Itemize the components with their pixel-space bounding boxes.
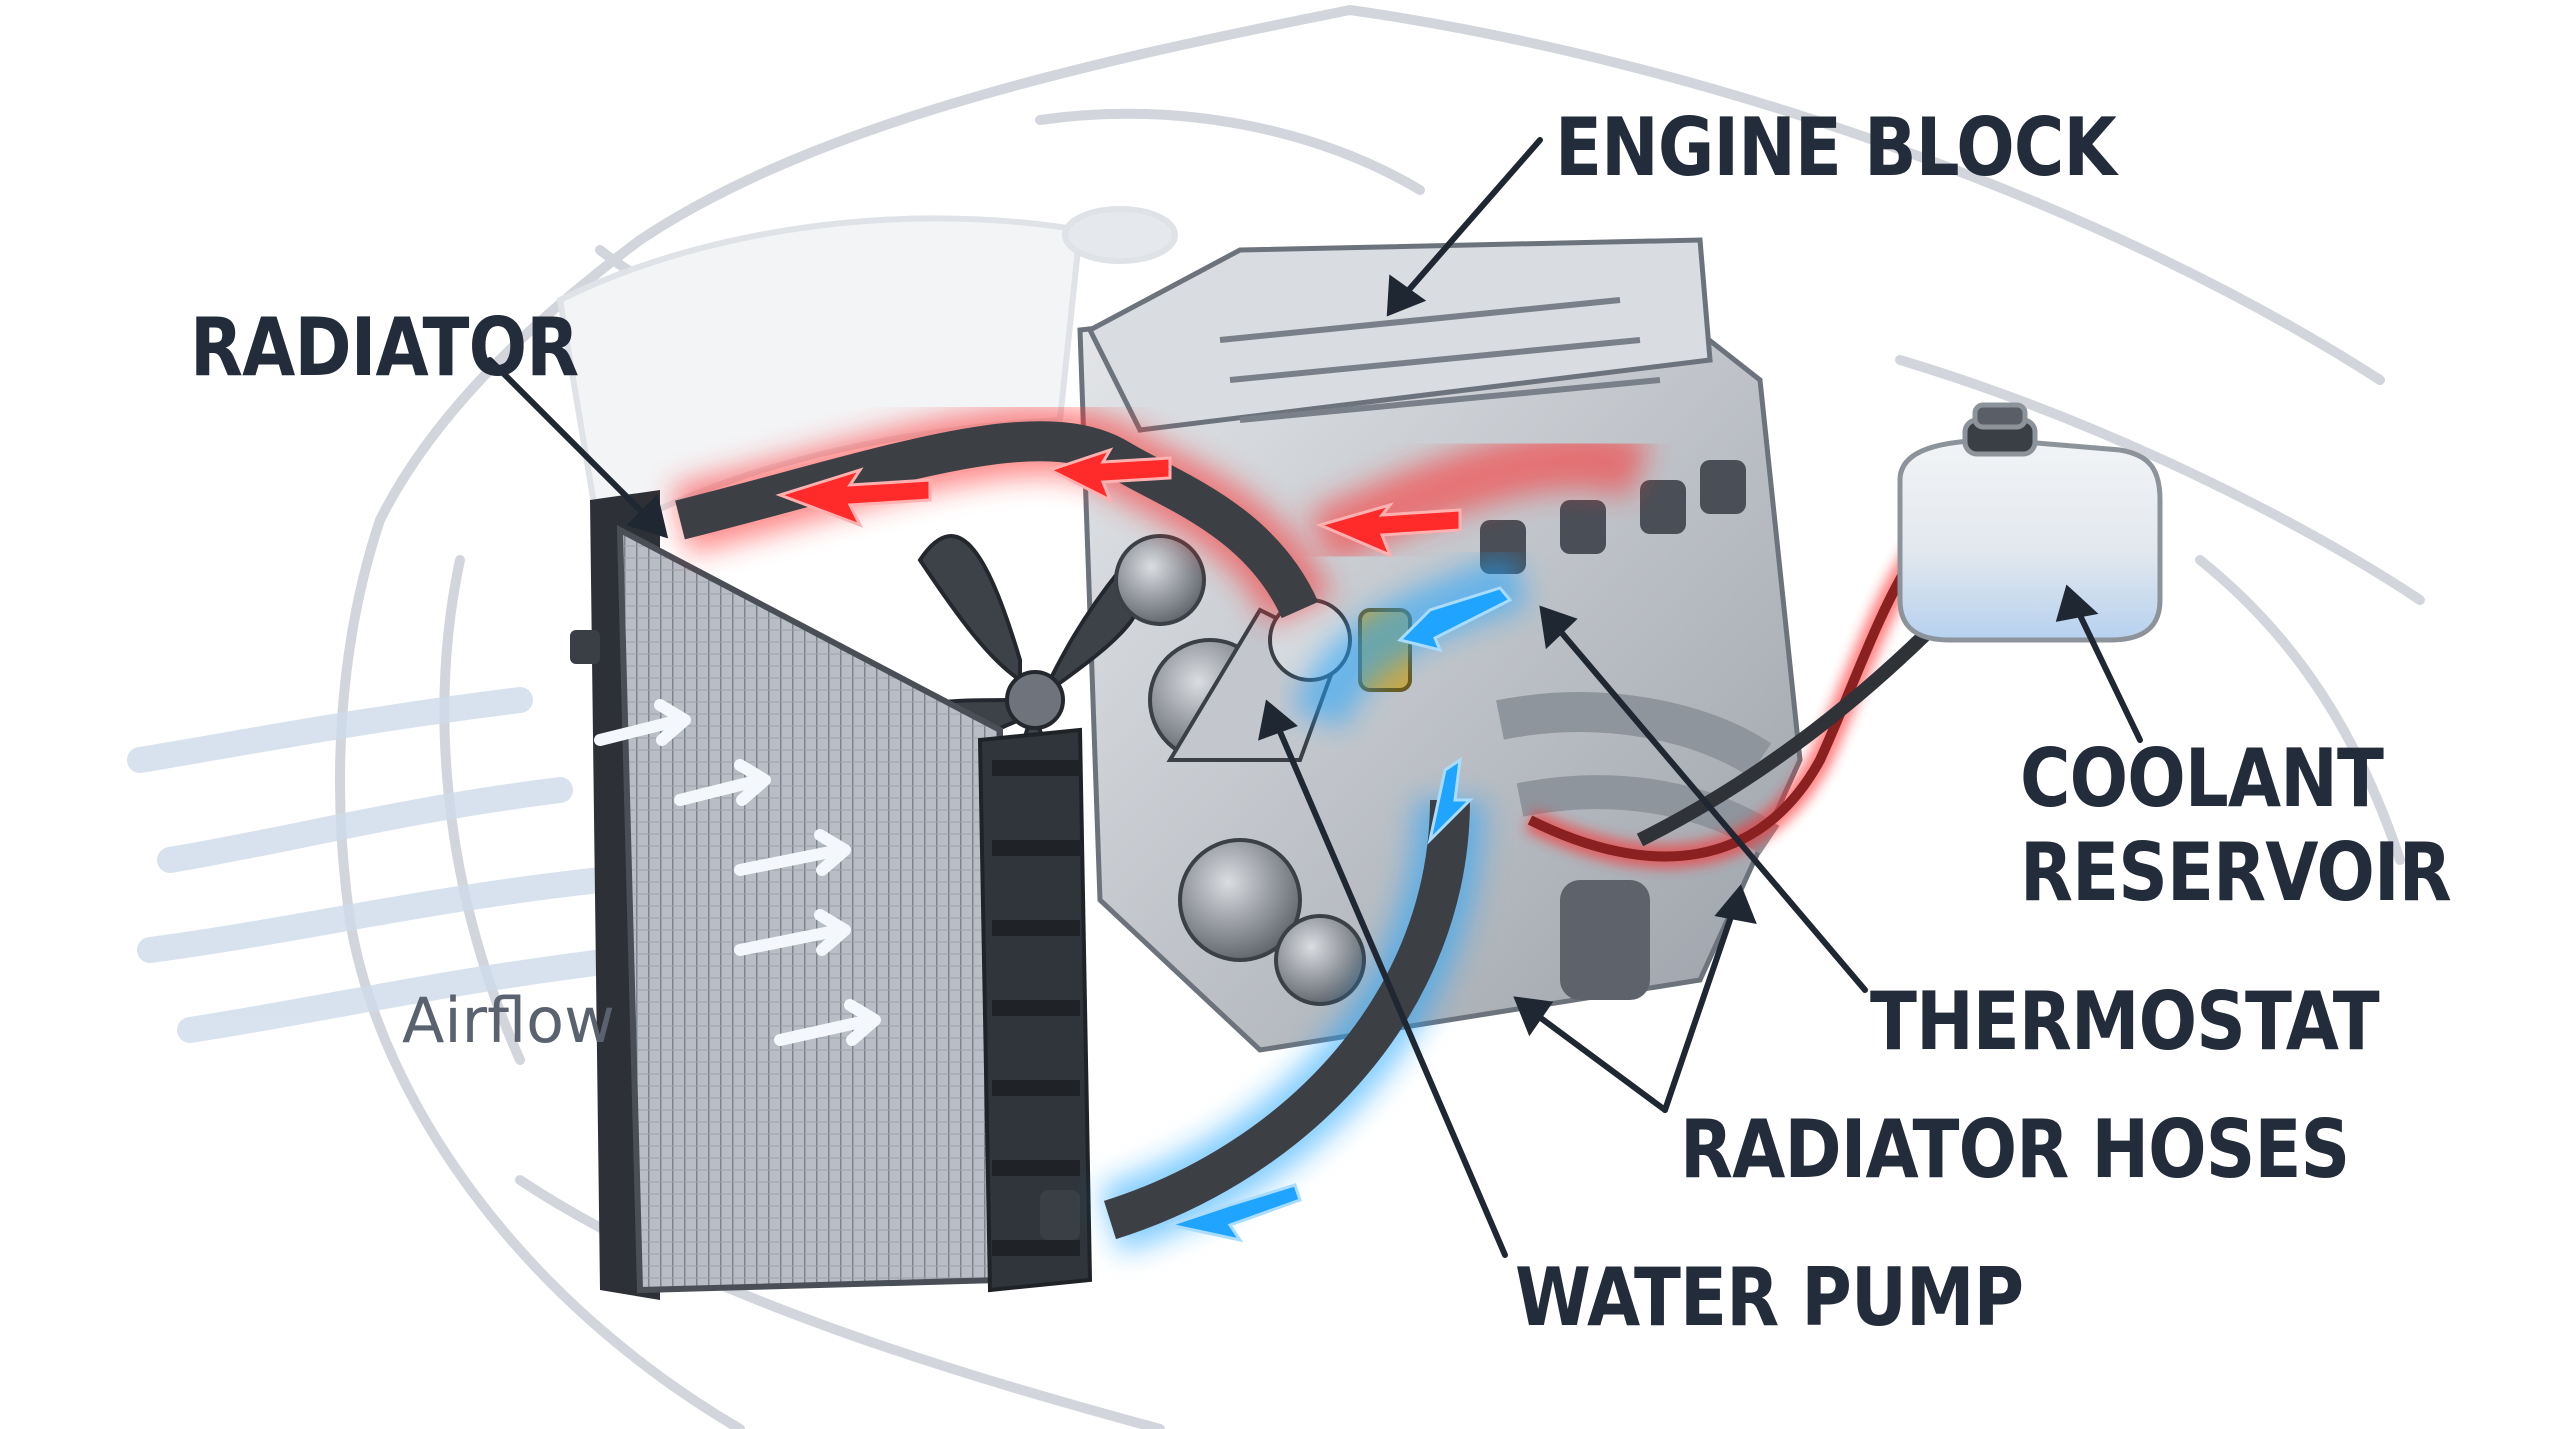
label-engine-block: ENGINE BLOCK <box>1555 101 2117 194</box>
leader-lines <box>487 137 2143 1258</box>
airflow-arrows <box>594 699 881 1046</box>
label-coolant-reservoir-line1: COOLANT <box>2020 732 2384 825</box>
label-radiator-hoses: RADIATOR HOSES <box>1680 1103 2350 1196</box>
label-coolant-reservoir-line2: RESERVOIR <box>2020 826 2452 920</box>
coolant-reservoir-art <box>1897 402 2163 643</box>
label-airflow: Airflow <box>402 984 615 1057</box>
label-radiator: RADIATOR <box>190 301 579 394</box>
label-water-pump: WATER PUMP <box>1515 1251 2024 1344</box>
radiator-art <box>570 490 1093 1300</box>
airflow-streaks <box>127 687 633 1043</box>
label-thermostat: THERMOSTAT <box>1870 975 2380 1068</box>
cool-flow-arrows <box>1164 586 1513 1243</box>
hot-flow-arrows <box>775 447 1462 558</box>
label-coolant-reservoir: COOLANT RESERVOIR <box>2020 732 2452 921</box>
